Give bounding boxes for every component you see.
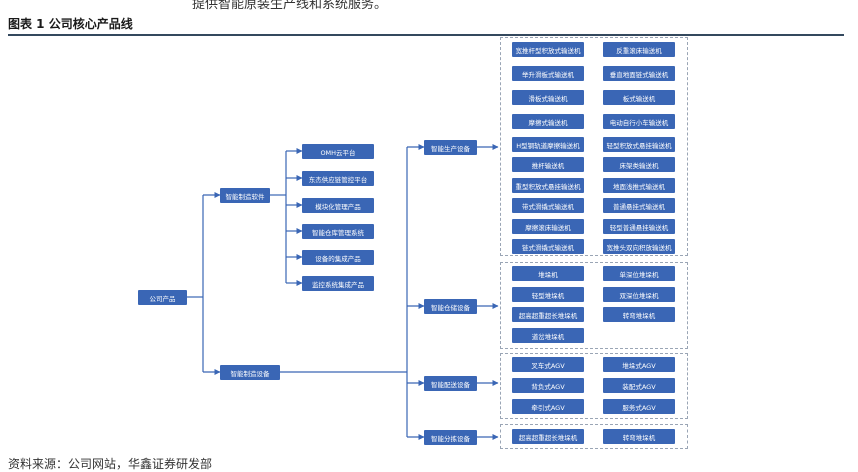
production-item: 宽推头双向积放输送机	[603, 239, 675, 254]
production-group	[500, 37, 688, 256]
root-company-products: 公司产品	[138, 290, 187, 305]
delivery-item: 背负式AGV	[512, 378, 584, 393]
software-item: 监控系统集成产品	[302, 276, 374, 291]
production-item: 床架类输送机	[603, 157, 675, 172]
warehouse-item: 轻型堆垛机	[512, 287, 584, 302]
branch-smart-equipment: 智能制造设备	[220, 365, 280, 380]
warehouse-item: 双深位堆垛机	[603, 287, 675, 302]
category-warehouse: 智能仓储设备	[424, 299, 477, 314]
source-note: 资料来源：公司网站，华鑫证券研发部	[8, 457, 213, 471]
software-item: 设备的集成产品	[302, 250, 374, 265]
production-item: 轻型积放式悬挂输送机	[603, 137, 675, 152]
warehouse-group	[500, 262, 688, 349]
delivery-item: 叉车式AGV	[512, 357, 584, 372]
production-item: 推杆输送机	[512, 157, 584, 172]
sorting-group	[500, 424, 688, 449]
category-sorting: 智能分拣设备	[424, 430, 477, 445]
software-item: 智能仓库管理系统	[302, 224, 374, 239]
production-item: H型钢轨道摩擦输送机	[512, 137, 584, 152]
production-item: 链式滑撬式输送机	[512, 239, 584, 254]
production-item: 地面浅推式输送机	[603, 178, 675, 193]
delivery-item: 装配式AGV	[603, 378, 675, 393]
delivery-item: 服务式AGV	[603, 399, 675, 414]
top-text: 提供智能原装生产线和系统服务。	[192, 0, 388, 12]
production-item: 摩擦滚床输送机	[512, 219, 584, 234]
production-item: 电动自行小车输送机	[603, 114, 675, 129]
sorting-item: 转弯堆垛机	[603, 429, 675, 444]
warehouse-item: 道岔堆垛机	[512, 328, 584, 343]
production-item: 宽推杆型积放式输送机	[512, 42, 584, 57]
delivery-group	[500, 353, 688, 419]
production-item: 板式输送机	[603, 90, 675, 105]
production-item: 滑板式输送机	[512, 90, 584, 105]
warehouse-item: 单深位堆垛机	[603, 266, 675, 281]
production-item: 带式滑撬式输送机	[512, 198, 584, 213]
warehouse-item: 转弯堆垛机	[603, 307, 675, 322]
software-item: 东杰供应链管控平台	[302, 171, 374, 186]
figure-title: 图表 1 公司核心产品线	[8, 17, 133, 31]
delivery-item: 牵引式AGV	[512, 399, 584, 414]
production-item: 轻型普通悬挂输送机	[603, 219, 675, 234]
title-rule	[8, 34, 844, 36]
production-item: 摩擦式输送机	[512, 114, 584, 129]
delivery-item: 堆垛式AGV	[603, 357, 675, 372]
branch-smart-software: 智能制造软件	[220, 188, 270, 203]
software-item: 模块化管理产品	[302, 198, 374, 213]
production-item: 反重滚床输送机	[603, 42, 675, 57]
production-item: 垂直地面链式输送机	[603, 66, 675, 81]
production-item: 重型积放式悬挂输送机	[512, 178, 584, 193]
warehouse-item: 超高超重超长堆垛机	[512, 307, 584, 322]
category-production: 智能生产设备	[424, 140, 477, 155]
category-delivery: 智能配送设备	[424, 376, 477, 391]
software-item: OMH云平台	[302, 144, 374, 159]
production-item: 普通悬挂式输送机	[603, 198, 675, 213]
production-item: 举升滑板式输送机	[512, 66, 584, 81]
sorting-item: 超高超重超长堆垛机	[512, 429, 584, 444]
warehouse-item: 堆垛机	[512, 266, 584, 281]
